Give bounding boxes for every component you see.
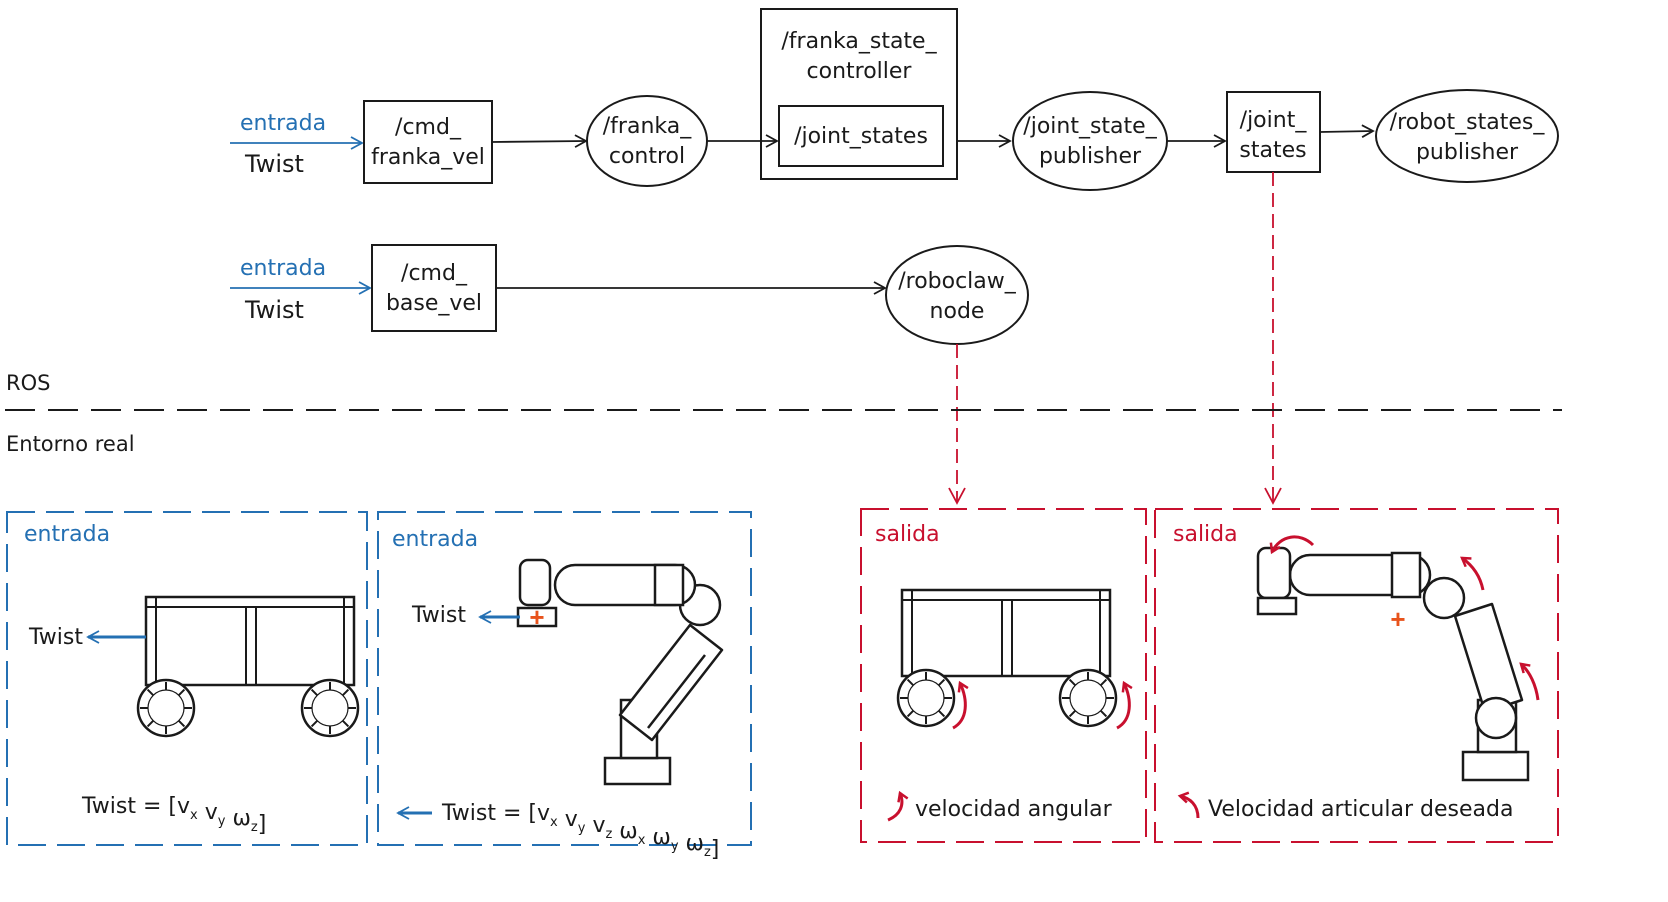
- panel-arm-output: salida + Velocidad articular deseada: [1154, 508, 1559, 843]
- mobile-base-icon: [136, 595, 360, 738]
- formula-term: ω: [645, 825, 670, 850]
- input-top-type: Twist: [244, 150, 304, 178]
- node-joint-state-publisher-line2: publisher: [1039, 144, 1142, 169]
- node-robot-states-publisher-line1: /robot_states_: [1390, 110, 1546, 135]
- node-joint-states: /joint_ states: [1226, 91, 1321, 173]
- mobile-base-output-icon: [896, 588, 1118, 728]
- panel-base-output: salida velocidad angular: [860, 508, 1147, 843]
- wheel-rotation-icon: [952, 683, 965, 730]
- formula-subscript: y: [578, 821, 586, 836]
- formula-subscript: y: [218, 814, 226, 829]
- node-cmd-franka-vel-line1: /cmd_: [395, 115, 462, 140]
- node-joint-state-publisher-line1: /joint_state_: [1023, 114, 1157, 139]
- node-joint-state-publisher: /joint_state_ publisher: [1012, 91, 1168, 191]
- node-robot-states-publisher-line2: publisher: [1416, 140, 1519, 165]
- formula-suffix: ]: [258, 812, 267, 837]
- robot-arm-icon: [516, 558, 724, 786]
- formula-subscript: z: [251, 820, 258, 835]
- zone-real-label: Entorno real: [6, 432, 135, 456]
- panel-arm-input-formula: Twist = [vx vy vz ωx ωy ωz]: [441, 801, 719, 862]
- input-bottom-label: entrada: [240, 256, 326, 281]
- input-bottom-type: Twist: [244, 296, 304, 324]
- formula-subscript: y: [671, 839, 679, 854]
- panel-base-input-formula: Twist = [vx vy ωz]: [81, 794, 266, 837]
- node-franka-state-controller-line1: /franka_state_: [781, 29, 937, 54]
- panel-arm-output-title: salida: [1173, 522, 1238, 547]
- node-cmd-franka-vel-line2: franka_vel: [371, 145, 485, 170]
- node-roboclaw-node: /roboclaw_ node: [885, 245, 1029, 345]
- node-franka-state-controller: /franka_state_ controller /joint_states: [760, 8, 958, 180]
- joint-rotation-icon: [1462, 558, 1485, 591]
- panel-base-input-twist: Twist: [28, 625, 83, 650]
- formula-prefix: Twist = [: [441, 801, 537, 826]
- panel-arm-output-caption: Velocidad articular deseada: [1208, 797, 1513, 822]
- formula-term: ω: [225, 806, 250, 831]
- formula-term: ω: [679, 831, 704, 856]
- panel-base-input-title: entrada: [24, 522, 110, 547]
- formula-term: v: [537, 801, 550, 826]
- arm-target-marker: +: [529, 602, 544, 632]
- node-franka-control: /franka_ control: [586, 95, 708, 187]
- robot-arm-output-icon: [1256, 546, 1530, 782]
- zone-ros-label: ROS: [6, 371, 50, 395]
- input-top-label: entrada: [240, 111, 326, 136]
- formula-subscript: x: [550, 815, 558, 830]
- wheel-rotation-icon: [1116, 683, 1129, 730]
- node-cmd-base-vel: /cmd_ base_vel: [371, 244, 497, 332]
- formula-term: ω: [612, 819, 637, 844]
- formula-term: v: [558, 807, 578, 832]
- formula-subscript: x: [638, 833, 646, 848]
- panel-arm-input-title: entrada: [392, 527, 478, 552]
- panel-base-output-title: salida: [875, 522, 940, 547]
- panel-base-output-caption: velocidad angular: [915, 797, 1113, 822]
- formula-term: v: [585, 813, 605, 838]
- formula-term: v: [177, 794, 190, 819]
- formula-subscript: x: [190, 808, 198, 823]
- node-joint-states-line2: states: [1239, 138, 1306, 163]
- formula-subscript: z: [704, 845, 711, 860]
- panel-arm-input: entrada + Twist Twist = [vx vy vz ωx ωy …: [377, 511, 752, 862]
- arm-output-target-marker: +: [1390, 604, 1405, 634]
- input-bottom: entrada Twist: [230, 256, 372, 324]
- node-franka-control-line2: control: [609, 144, 685, 169]
- joint-rotation-icon: [1272, 535, 1315, 552]
- formula-subscript: z: [605, 827, 612, 842]
- joint-rotation-icon: [1521, 664, 1540, 701]
- formula-term: v: [198, 800, 218, 825]
- angular-velocity-icon: [887, 793, 902, 822]
- node-cmd-base-vel-line2: base_vel: [386, 291, 482, 316]
- node-cmd-franka-vel: /cmd_ franka_vel: [363, 100, 493, 184]
- joint-velocity-icon: [1180, 796, 1200, 819]
- panel-base-input: entrada Twist Twist = [vx vy ωz]: [6, 511, 368, 846]
- node-robot-states-publisher: /robot_states_ publisher: [1375, 89, 1559, 183]
- panel-arm-input-twist: Twist: [411, 603, 466, 628]
- input-top: entrada Twist: [230, 111, 364, 178]
- node-franka-state-controller-line2: controller: [807, 59, 913, 84]
- node-cmd-base-vel-line1: /cmd_: [401, 261, 468, 286]
- node-roboclaw-node-line2: node: [930, 299, 985, 324]
- node-franka-control-line1: /franka_: [603, 114, 692, 139]
- node-joint-states-line1: /joint_: [1240, 108, 1308, 133]
- node-joint-states-inner: /joint_states: [794, 124, 928, 149]
- formula-suffix: ]: [711, 837, 720, 862]
- formula-prefix: Twist = [: [81, 794, 177, 819]
- node-roboclaw-node-line1: /roboclaw_: [898, 269, 1017, 294]
